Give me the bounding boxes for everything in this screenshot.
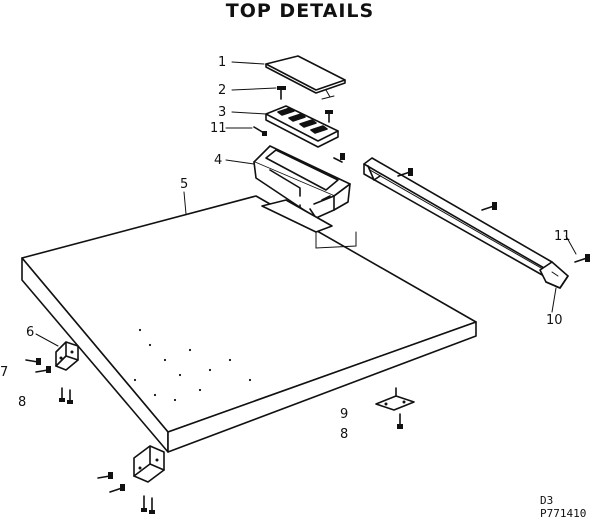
diagram-title: TOP DETAILS xyxy=(226,0,374,22)
leader-lines xyxy=(35,61,577,347)
part-6-bracket-left xyxy=(55,341,79,371)
part-11-screw-right xyxy=(574,254,590,263)
rail-screw-1 xyxy=(397,168,413,177)
part-2-screw xyxy=(277,86,286,100)
part-5-main-top xyxy=(21,195,477,453)
rail-screw-2 xyxy=(481,202,497,211)
part-7-screws-left xyxy=(25,358,51,373)
callout-1: 1 xyxy=(218,55,226,70)
part-3-insert-tray xyxy=(265,105,339,148)
side-rail xyxy=(363,157,569,289)
bracket-front-bottom xyxy=(133,445,165,483)
part-11-screw-upper xyxy=(253,126,267,136)
surface-texture xyxy=(133,328,252,402)
callout-8-left: 8 xyxy=(18,395,26,410)
part-9-bracket-right xyxy=(375,387,415,411)
callout-10: 10 xyxy=(546,313,563,328)
callout-2: 2 xyxy=(218,83,226,98)
callout-6: 6 xyxy=(26,325,34,340)
callout-4: 4 xyxy=(214,153,222,168)
callout-9: 9 xyxy=(340,407,348,422)
part-8-screw-right xyxy=(397,413,403,429)
part-1-cover-plate xyxy=(265,55,346,100)
callout-11-right: 11 xyxy=(554,229,571,244)
drawing-code-line1: D3 xyxy=(540,494,553,507)
callout-7: 7 xyxy=(0,365,8,380)
screw-right-of-box xyxy=(333,153,345,163)
bottom-screws xyxy=(97,472,155,514)
drawing-code-line2: P771410 xyxy=(540,507,586,520)
callout-11-upper: 11 xyxy=(210,121,227,136)
callout-3: 3 xyxy=(218,105,226,120)
screw-upper-right xyxy=(325,110,333,123)
part-8-screws-left xyxy=(59,387,73,404)
callout-5: 5 xyxy=(180,177,188,192)
callout-8-right: 8 xyxy=(340,427,348,442)
